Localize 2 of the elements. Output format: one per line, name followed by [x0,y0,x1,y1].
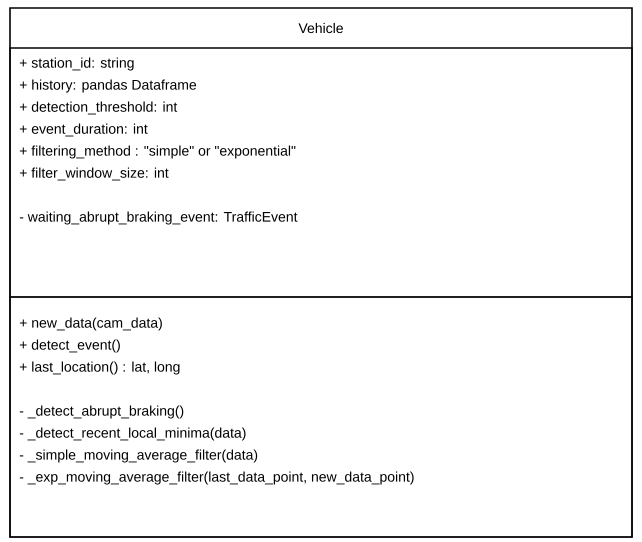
compartment: + new_data(cam_data) + detect_event() + last_location() : lat, long - _detect_abrupt_braking() - _detect_recent_local_minima(data) - _simple_moving_average_filter(data) - _exp_moving_average_filter(last_data_point, new_data_point) [9,296,633,538]
compartment: + station_id: string + history: pandas Dataframe + detection_threshold: int + event_duration: int + filtering_method : "simple" or "exponential" + filter_window_size: int - waiting_abrupt_braking_event: TrafficEvent [9,47,633,298]
